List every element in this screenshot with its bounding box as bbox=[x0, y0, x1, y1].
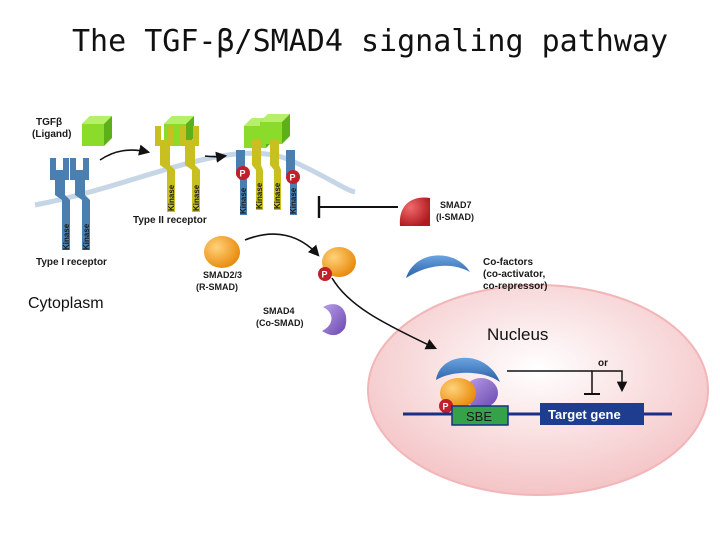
activation-arrow bbox=[99, 144, 151, 161]
phospho-marker bbox=[286, 170, 300, 184]
kinase-label: Kinase bbox=[62, 223, 71, 250]
nuclear-import-arrow bbox=[331, 277, 438, 350]
kinase-label: Kinase bbox=[167, 184, 176, 211]
ligand-cube bbox=[82, 116, 112, 146]
nuclear-cofactor bbox=[436, 357, 500, 382]
smad7-label: SMAD7 bbox=[440, 200, 472, 210]
phospho-marker bbox=[318, 267, 332, 281]
kinase-label: Kinase bbox=[192, 184, 201, 211]
nucleus-shape bbox=[367, 284, 709, 496]
kinase-label: Kinase bbox=[289, 187, 298, 214]
type-i-receptor bbox=[50, 158, 90, 250]
cofactors-sub1: (co-activator, bbox=[483, 269, 545, 280]
nucleus-label: Nucleus bbox=[487, 325, 548, 344]
cytoplasm-label: Cytoplasm bbox=[28, 295, 104, 312]
cofactors-sub2: co-repressor) bbox=[483, 281, 547, 292]
smad4-label: SMAD4 bbox=[263, 306, 295, 316]
kinase-label: Kinase bbox=[239, 187, 248, 214]
kinase-label: Kinase bbox=[273, 182, 282, 209]
ligand-label: (Ligand) bbox=[32, 129, 71, 140]
smad23-shape bbox=[204, 236, 240, 268]
phospho-marker bbox=[236, 166, 250, 180]
activation-arrow bbox=[244, 233, 320, 257]
type-i-receptor-label: Type I receptor bbox=[36, 257, 107, 268]
co-smad-label: (Co-SMAD) bbox=[256, 318, 304, 328]
type-ii-receptor-label: Type II receptor bbox=[133, 215, 207, 226]
smad23-label: SMAD2/3 bbox=[203, 270, 242, 280]
or-label: or bbox=[598, 358, 608, 369]
r-smad-label: (R-SMAD) bbox=[196, 282, 238, 292]
sbe-box bbox=[451, 405, 509, 426]
sbe-label: SBE bbox=[466, 409, 492, 424]
smad7-shape bbox=[399, 197, 430, 226]
kinase-label: Kinase bbox=[82, 223, 91, 250]
ligand-cube bbox=[260, 114, 290, 144]
tgfb-label: TGFβ bbox=[36, 117, 62, 128]
regulation-line bbox=[591, 370, 628, 394]
page-title: The TGF-β/SMAD4 signaling pathway bbox=[71, 24, 669, 59]
phospho-label: P bbox=[240, 169, 246, 179]
cofactors-label: Co-factors bbox=[483, 257, 533, 268]
cofactor-shape bbox=[406, 255, 470, 278]
target-gene-box bbox=[540, 403, 644, 425]
target-gene-label: Target gene bbox=[548, 407, 621, 422]
phospho-label: P bbox=[322, 270, 328, 280]
phospho-label: P bbox=[443, 402, 449, 412]
phospho-label: P bbox=[290, 173, 296, 183]
activation-arrow bbox=[204, 151, 228, 163]
i-smad-label: (I-SMAD) bbox=[436, 212, 474, 222]
p-smad23-shape bbox=[322, 247, 356, 277]
phospho-marker bbox=[439, 399, 453, 413]
kinase-label: Kinase bbox=[255, 182, 264, 209]
smad4-shape bbox=[322, 304, 347, 336]
type-ii-receptor bbox=[155, 126, 200, 212]
